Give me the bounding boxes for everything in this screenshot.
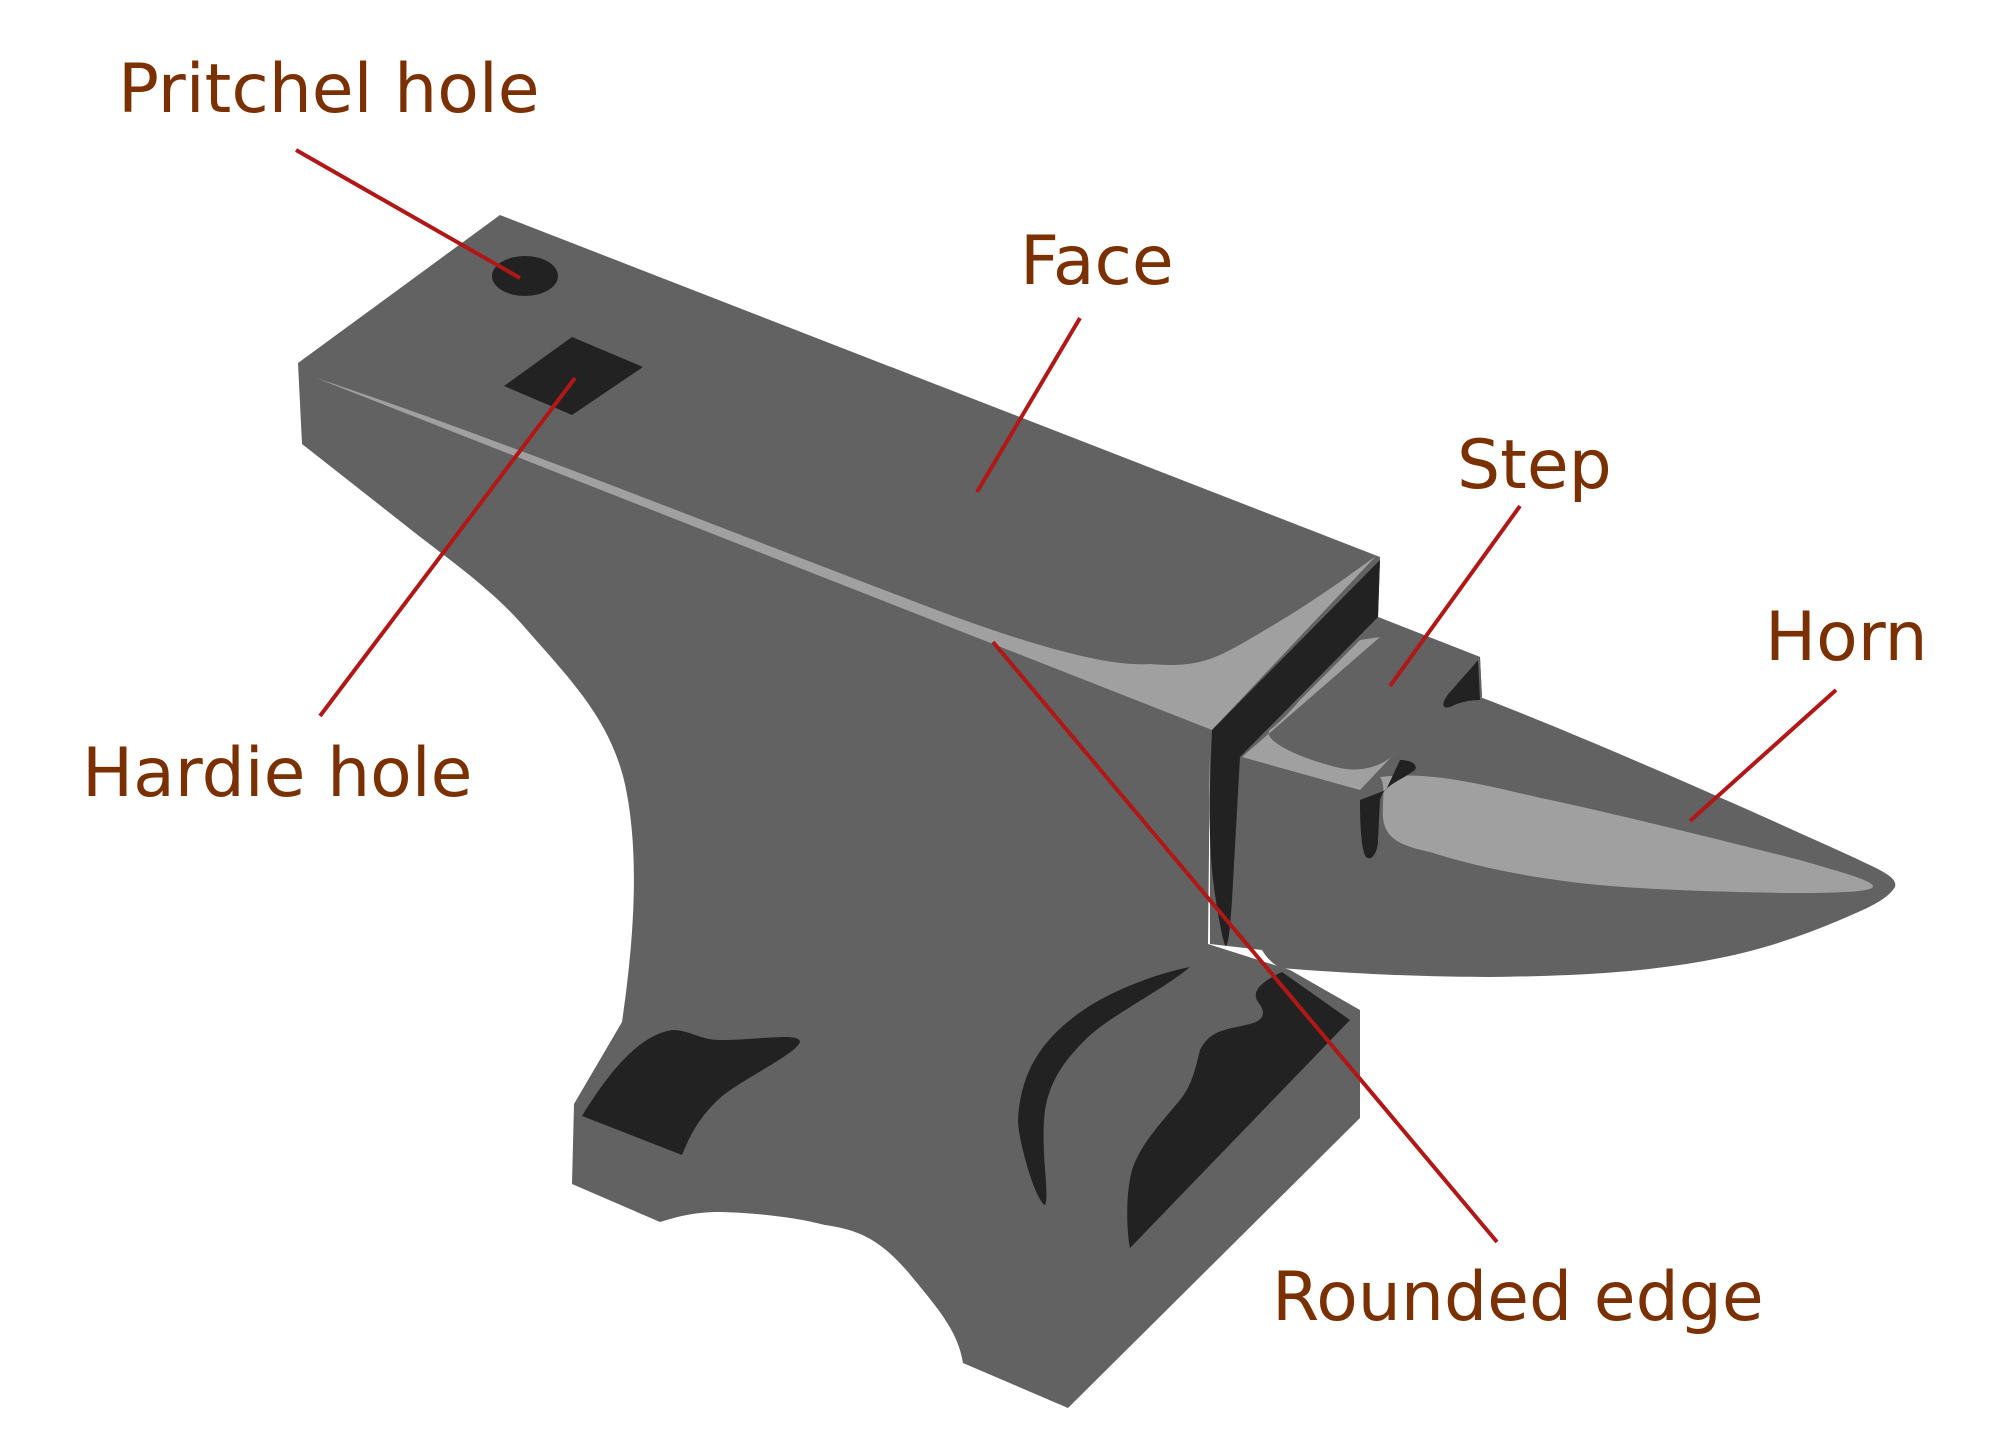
hardie-hole [504,337,643,415]
label-rounded-edge: Rounded edge [1272,1258,1764,1337]
hardie-hole-leader [318,376,577,718]
left-foot-shadow [582,1030,800,1155]
labels: Pritchel hole Hardie hole Face Step Horn… [82,50,1928,1337]
label-step: Step [1457,426,1612,505]
face-leader [975,316,1082,494]
step-highlight [1242,637,1396,790]
step-notch-shadow [1360,760,1416,859]
horn-root-shadow [1443,660,1480,708]
step-leader [1388,504,1522,688]
horn-leader [1688,688,1838,823]
label-face: Face [1020,222,1174,301]
horn-highlight [1380,775,1874,893]
step-shadow [1209,560,1380,946]
label-hardie-hole: Hardie hole [82,734,473,813]
pritchel-hole [492,256,558,296]
label-pritchel-hole: Pritchel hole [118,50,540,129]
anvil-illustration [298,215,1896,1408]
pritchel-hole-leader [295,148,521,280]
rounded-edge-leader [991,640,1499,1244]
right-foot-shadow [1127,972,1350,1248]
label-horn: Horn [1765,598,1928,677]
leader-lines [295,148,1838,1244]
center-cutout-shadow [1018,967,1190,1205]
